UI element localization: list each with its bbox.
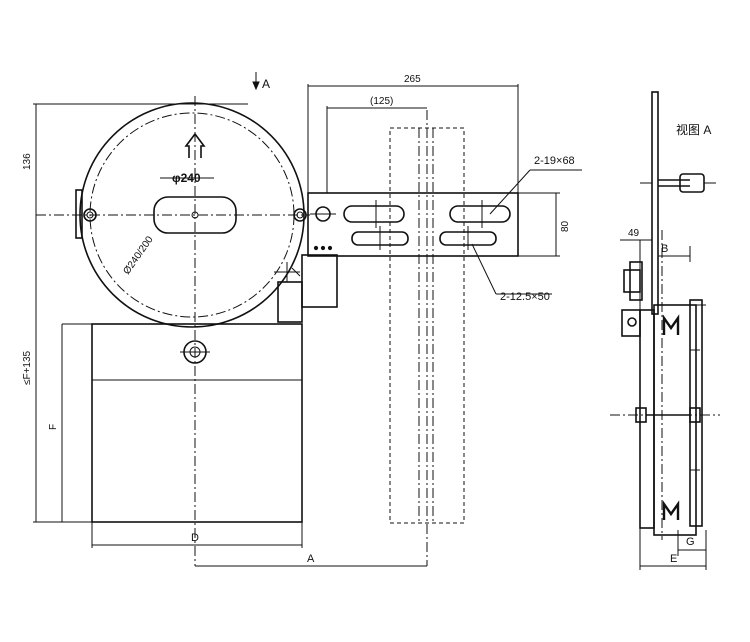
lower-box bbox=[61, 323, 303, 523]
dim-125-label: (125) bbox=[370, 96, 393, 107]
dim-phi240-label: φ240 bbox=[172, 171, 201, 185]
dimensions-front bbox=[33, 72, 582, 567]
dim-136-label: 136 bbox=[22, 153, 33, 170]
dim-f-label: F bbox=[48, 424, 59, 430]
view-arrow-label: A bbox=[262, 77, 270, 91]
dim-f135-label: ≤F+135 bbox=[22, 350, 33, 385]
dim-a-label: A bbox=[307, 553, 315, 565]
slot-large-label: 2-19×68 bbox=[534, 155, 575, 167]
dimensions-side bbox=[620, 239, 707, 570]
dim-circle-label: Ø240/200 bbox=[121, 234, 155, 277]
dim-d-label: D bbox=[191, 532, 199, 544]
text-labels: A 265 (125) 136 80 φ240 Ø240/200 2-19×68… bbox=[22, 74, 711, 565]
dim-g-label: G bbox=[686, 536, 695, 548]
guide-rail bbox=[389, 110, 465, 566]
dim-b-label: B bbox=[661, 243, 668, 255]
view-title-label: 视图 A bbox=[676, 122, 711, 137]
side-view-a bbox=[610, 91, 720, 540]
front-centerlines bbox=[36, 96, 310, 566]
side-block bbox=[274, 254, 338, 323]
dim-49-label: 49 bbox=[628, 228, 640, 239]
dim-80-label: 80 bbox=[560, 220, 571, 232]
dim-e-label: E bbox=[670, 553, 677, 565]
dim-265-label: 265 bbox=[404, 74, 421, 85]
slot-small-label: 2-12.5×50 bbox=[500, 291, 550, 303]
mounting-plate bbox=[307, 192, 519, 257]
